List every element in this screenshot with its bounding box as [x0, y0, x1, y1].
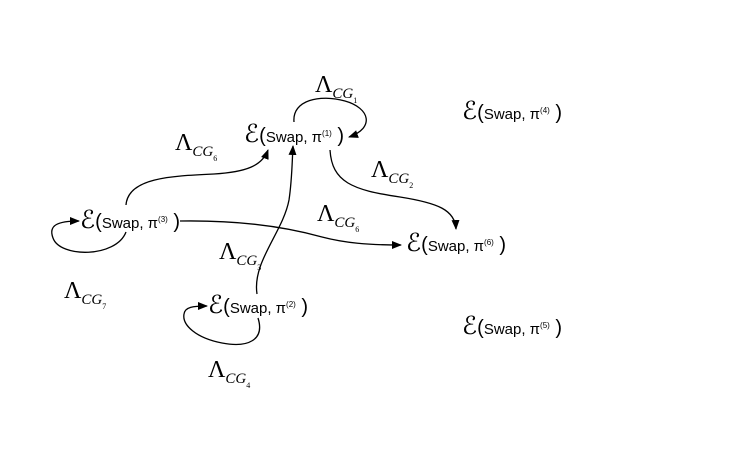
edge-label-cg6-lower: ΛCG6: [317, 201, 359, 234]
edge-n3-self-loop: [51, 217, 127, 253]
state-node-3: ℰ(Swap, π(3) ): [80, 207, 180, 234]
edge-n3-to-n1: [125, 149, 269, 206]
state-node-5: ℰ(Swap, π(5) ): [462, 313, 562, 340]
edge-label-cg6-upper: ΛCG6: [175, 130, 217, 163]
state-node-6: ℰ(Swap, π(6) ): [406, 230, 506, 257]
edge-n1-to-n6: [329, 149, 460, 230]
edge-label-cg1: ΛCG1: [315, 72, 357, 105]
state-node-4: ℰ(Swap, π(4) ): [462, 98, 562, 125]
edge-labels: ΛCG1 ΛCG2 ΛCG3 ΛCG4 ΛCG6 ΛCG6 ΛCG7: [64, 72, 413, 390]
state-node-2: ℰ(Swap, π(2) ): [208, 292, 308, 319]
edge-label-cg4: ΛCG4: [208, 357, 250, 390]
edge-n1-self-loop: [293, 97, 367, 138]
edge-n3-to-n6: [179, 220, 402, 249]
edge-n2-self-loop: [183, 302, 261, 346]
edge-label-cg2: ΛCG2: [371, 157, 413, 190]
edge-n2-to-n1: [255, 145, 297, 295]
edge-label-cg7: ΛCG7: [64, 278, 106, 311]
edge-label-cg3: ΛCG3: [219, 239, 261, 272]
edges: [51, 97, 460, 346]
nodes: ℰ(Swap, π(1) ) ℰ(Swap, π(2) ) ℰ(Swap, π(…: [80, 98, 562, 340]
state-node-1: ℰ(Swap, π(1) ): [244, 121, 344, 148]
